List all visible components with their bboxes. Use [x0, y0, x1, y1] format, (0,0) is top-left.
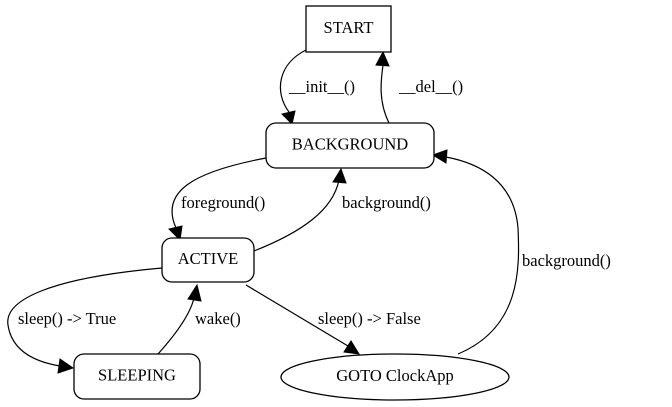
edge-label-sleep-false: sleep() -> False	[318, 309, 421, 328]
edge-foreground-arrowhead	[168, 225, 183, 242]
node-goto-clockapp-ellipse	[280, 353, 510, 401]
node-start: START	[305, 5, 392, 53]
edge-active-background	[253, 167, 347, 252]
node-active: ACTIVE	[161, 237, 255, 283]
edge-sleep-true	[7, 267, 163, 374]
node-sleeping-label: SLEEPING	[98, 365, 176, 384]
edge-label-foreground: foreground()	[181, 193, 265, 212]
edge-foreground	[168, 157, 267, 242]
edge-clockapp-background-arrowhead	[431, 149, 448, 164]
edge-label-active-background: background()	[342, 193, 431, 212]
edge-init	[279, 49, 307, 125]
edge-sleep-false-arrowhead	[343, 340, 360, 355]
edge-label-del: __del__()	[398, 77, 463, 96]
edge-del-arrowhead	[375, 50, 390, 67]
node-sleeping-box	[73, 353, 201, 400]
edge-init-arrowhead	[281, 110, 296, 125]
node-goto-clockapp: GOTO ClockApp	[280, 353, 510, 401]
edge-label-sleep-true: sleep() -> True	[18, 309, 116, 328]
node-start-box	[305, 5, 392, 53]
node-background-box	[265, 122, 435, 169]
edge-active-background-arrowhead	[332, 167, 347, 184]
node-goto-clockapp-label: GOTO ClockApp	[336, 366, 453, 385]
edge-label-wake: wake()	[195, 309, 241, 328]
node-active-box	[161, 237, 255, 283]
edge-del	[375, 50, 390, 124]
node-background: BACKGROUND	[265, 122, 435, 169]
edge-label-init: __init__()	[288, 77, 355, 96]
node-background-label: BACKGROUND	[292, 134, 409, 153]
edge-wake	[157, 283, 202, 355]
edge-wake-arrowhead	[187, 283, 202, 302]
node-active-label: ACTIVE	[178, 249, 239, 268]
edge-sleep-true-arrowhead	[57, 358, 75, 374]
edge-clockapp-background	[431, 149, 520, 355]
edge-label-clockapp-background: background()	[522, 251, 611, 270]
node-sleeping: SLEEPING	[73, 353, 201, 400]
node-start-label: START	[324, 18, 374, 37]
edge-sleep-false	[245, 284, 360, 355]
